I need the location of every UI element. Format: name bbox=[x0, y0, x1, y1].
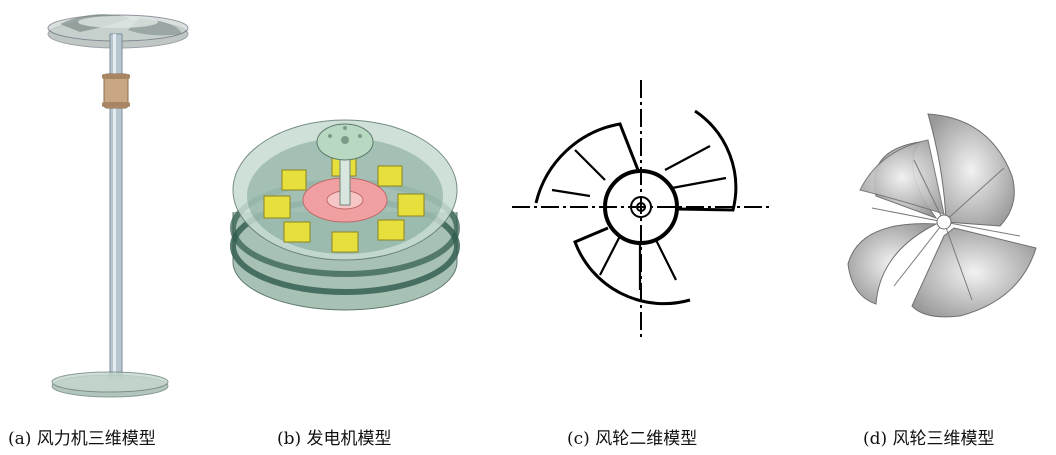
wind-turbine-illustration bbox=[47, 14, 189, 398]
generator-illustration bbox=[230, 119, 460, 311]
rotor-2d-drawing bbox=[512, 80, 770, 340]
rotor-3d-illustration bbox=[847, 113, 1037, 318]
caption-a: (a) 风力机三维模型 bbox=[8, 429, 156, 449]
caption-d: (d) 风轮三维模型 bbox=[863, 429, 995, 449]
caption-c: (c) 风轮二维模型 bbox=[567, 429, 698, 449]
caption-b: (b) 发电机模型 bbox=[277, 429, 392, 449]
